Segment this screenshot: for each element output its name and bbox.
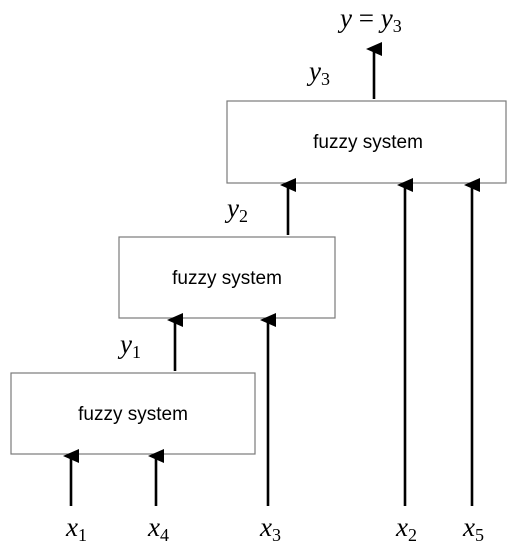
label-y1: y1 — [117, 329, 141, 362]
output-equation: y = y3 — [337, 3, 402, 36]
fuzzy-system-box-3-label: fuzzy system — [313, 132, 423, 153]
label-x3: x3 — [259, 512, 281, 545]
fuzzy-system-box-2-label: fuzzy system — [172, 268, 282, 289]
fuzzy-system-box-2 — [118, 236, 336, 319]
label-y2: y2 — [224, 193, 248, 226]
label-x5: x5 — [462, 512, 484, 545]
label-y3: y3 — [306, 56, 330, 89]
label-x1: x1 — [65, 512, 87, 545]
fuzzy-system-box-1-label: fuzzy system — [78, 404, 188, 425]
fuzzy-system-box-1 — [10, 372, 256, 455]
fuzzy-system-box-3 — [226, 100, 507, 184]
label-x4: x4 — [147, 512, 169, 545]
label-x2: x2 — [395, 512, 417, 545]
